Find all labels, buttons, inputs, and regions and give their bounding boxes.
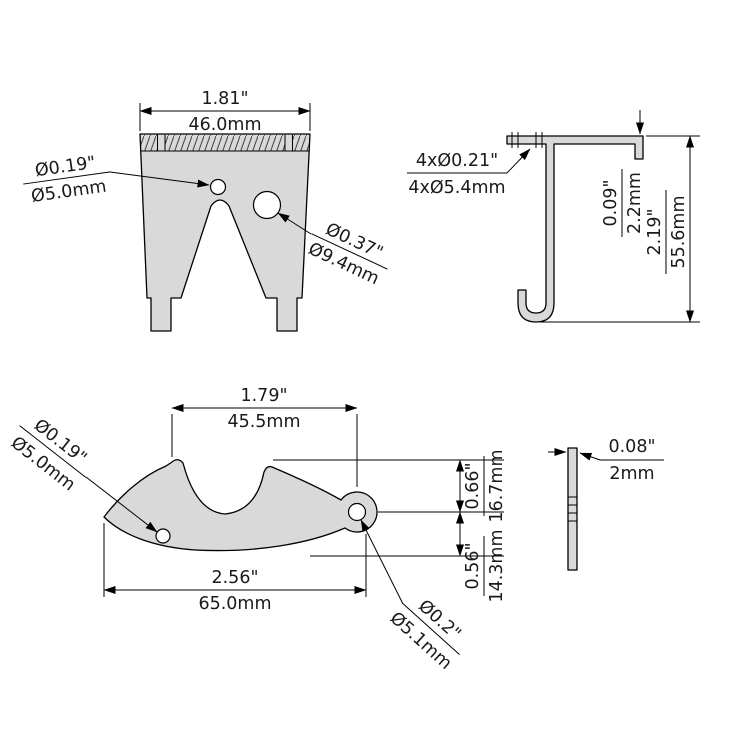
bracket-outline <box>139 133 311 332</box>
dim-hook-overall: 2.56" 65.0mm <box>103 523 367 614</box>
bracket-flange-hatch <box>141 134 309 151</box>
dim-hook-thickness: 0.08" 2mm <box>548 437 664 484</box>
bracket-width-inch: 1.81" <box>201 89 248 109</box>
view-bracket-side: 4xØ0.21" 4xØ5.4mm 0.09" 2.2mm 2.19" 55.6… <box>407 110 700 323</box>
clip-height-inch: 2.19" <box>645 208 665 255</box>
bracket-flange-slot-left <box>157 134 165 151</box>
label-bracket-small-hole: Ø0.19" Ø5.0mm <box>23 153 111 207</box>
hook-lower-inch: 0.56" <box>463 542 483 589</box>
hook-thickness-inch: 0.08" <box>608 437 655 457</box>
clip-profile-outline <box>506 135 644 323</box>
label-hook-right-hole: Ø0.2" Ø5.1mm <box>386 596 465 674</box>
hook-lower-mm: 14.3mm <box>487 529 507 602</box>
leader-bracket-small-hole <box>109 171 210 188</box>
dim-bracket-width: 1.81" 46.0mm <box>139 89 311 135</box>
leader-clip-holes <box>506 148 531 174</box>
leader-hook-left-hole <box>85 476 158 533</box>
clip-height-mm: 55.6mm <box>669 195 689 268</box>
hook-side-strip <box>567 447 578 571</box>
hook-upper-inch: 0.66" <box>463 462 483 509</box>
leader-hook-right-hole <box>360 519 404 605</box>
clip-thickness-inch: 0.09" <box>601 179 621 226</box>
bracket-small-hole <box>209 178 227 196</box>
label-bracket-large-hole: Ø0.37" Ø9.4mm <box>305 220 388 289</box>
hook-upper-mm: 16.7mm <box>487 449 507 522</box>
dim-hook-vertical: 0.66" 16.7mm 0.56" 14.3mm <box>273 449 507 603</box>
hook-outline <box>103 459 378 552</box>
leader-bracket-large-hole <box>277 212 312 235</box>
fraction-bar <box>402 603 460 656</box>
clip-thickness-mm: 2.2mm <box>625 172 645 234</box>
hook-thickness-mm: 2mm <box>609 464 654 484</box>
hook-left-hole <box>155 528 171 544</box>
dim-hook-jaw-to-hole: 1.79" 45.5mm <box>171 386 358 487</box>
view-hook-front: 1.79" 45.5mm Ø0.19" Ø5.0mm 2.56" 65.0mm … <box>7 386 507 674</box>
clip-holes-inch: 4xØ0.21" <box>416 151 498 171</box>
hook-jaw-to-hole-inch: 1.79" <box>240 386 287 406</box>
fraction-bar <box>23 171 111 185</box>
hook-overall-inch: 2.56" <box>211 568 258 588</box>
clip-holes-mm: 4xØ5.4mm <box>408 178 505 198</box>
fraction-bar <box>19 425 87 478</box>
hook-jaw-to-hole-mm: 45.5mm <box>227 412 300 432</box>
view-bracket-front: 1.81" 46.0mm Ø0.19" Ø5.0mm Ø0.37" Ø9.4mm <box>23 89 388 332</box>
clip-hole-ticks <box>511 132 543 148</box>
hook-right-hole <box>347 502 367 522</box>
label-clip-holes: 4xØ0.21" 4xØ5.4mm <box>407 151 507 198</box>
hook-overall-mm: 65.0mm <box>198 594 271 614</box>
dim-clip-height: 2.19" 55.6mm <box>540 135 700 323</box>
bracket-width-mm: 46.0mm <box>188 115 261 135</box>
label-hook-left-hole: Ø0.19" Ø5.0mm <box>7 415 90 495</box>
bracket-small-hole-inch: Ø0.19" <box>34 153 97 181</box>
bracket-flange-slot-right <box>285 134 293 151</box>
fraction-bar <box>311 233 388 270</box>
leader-hook-thickness <box>579 452 601 461</box>
bracket-large-hole <box>252 190 282 220</box>
dim-clip-thickness: 0.09" 2.2mm <box>601 110 645 237</box>
view-hook-side: 0.08" 2mm <box>548 437 664 571</box>
